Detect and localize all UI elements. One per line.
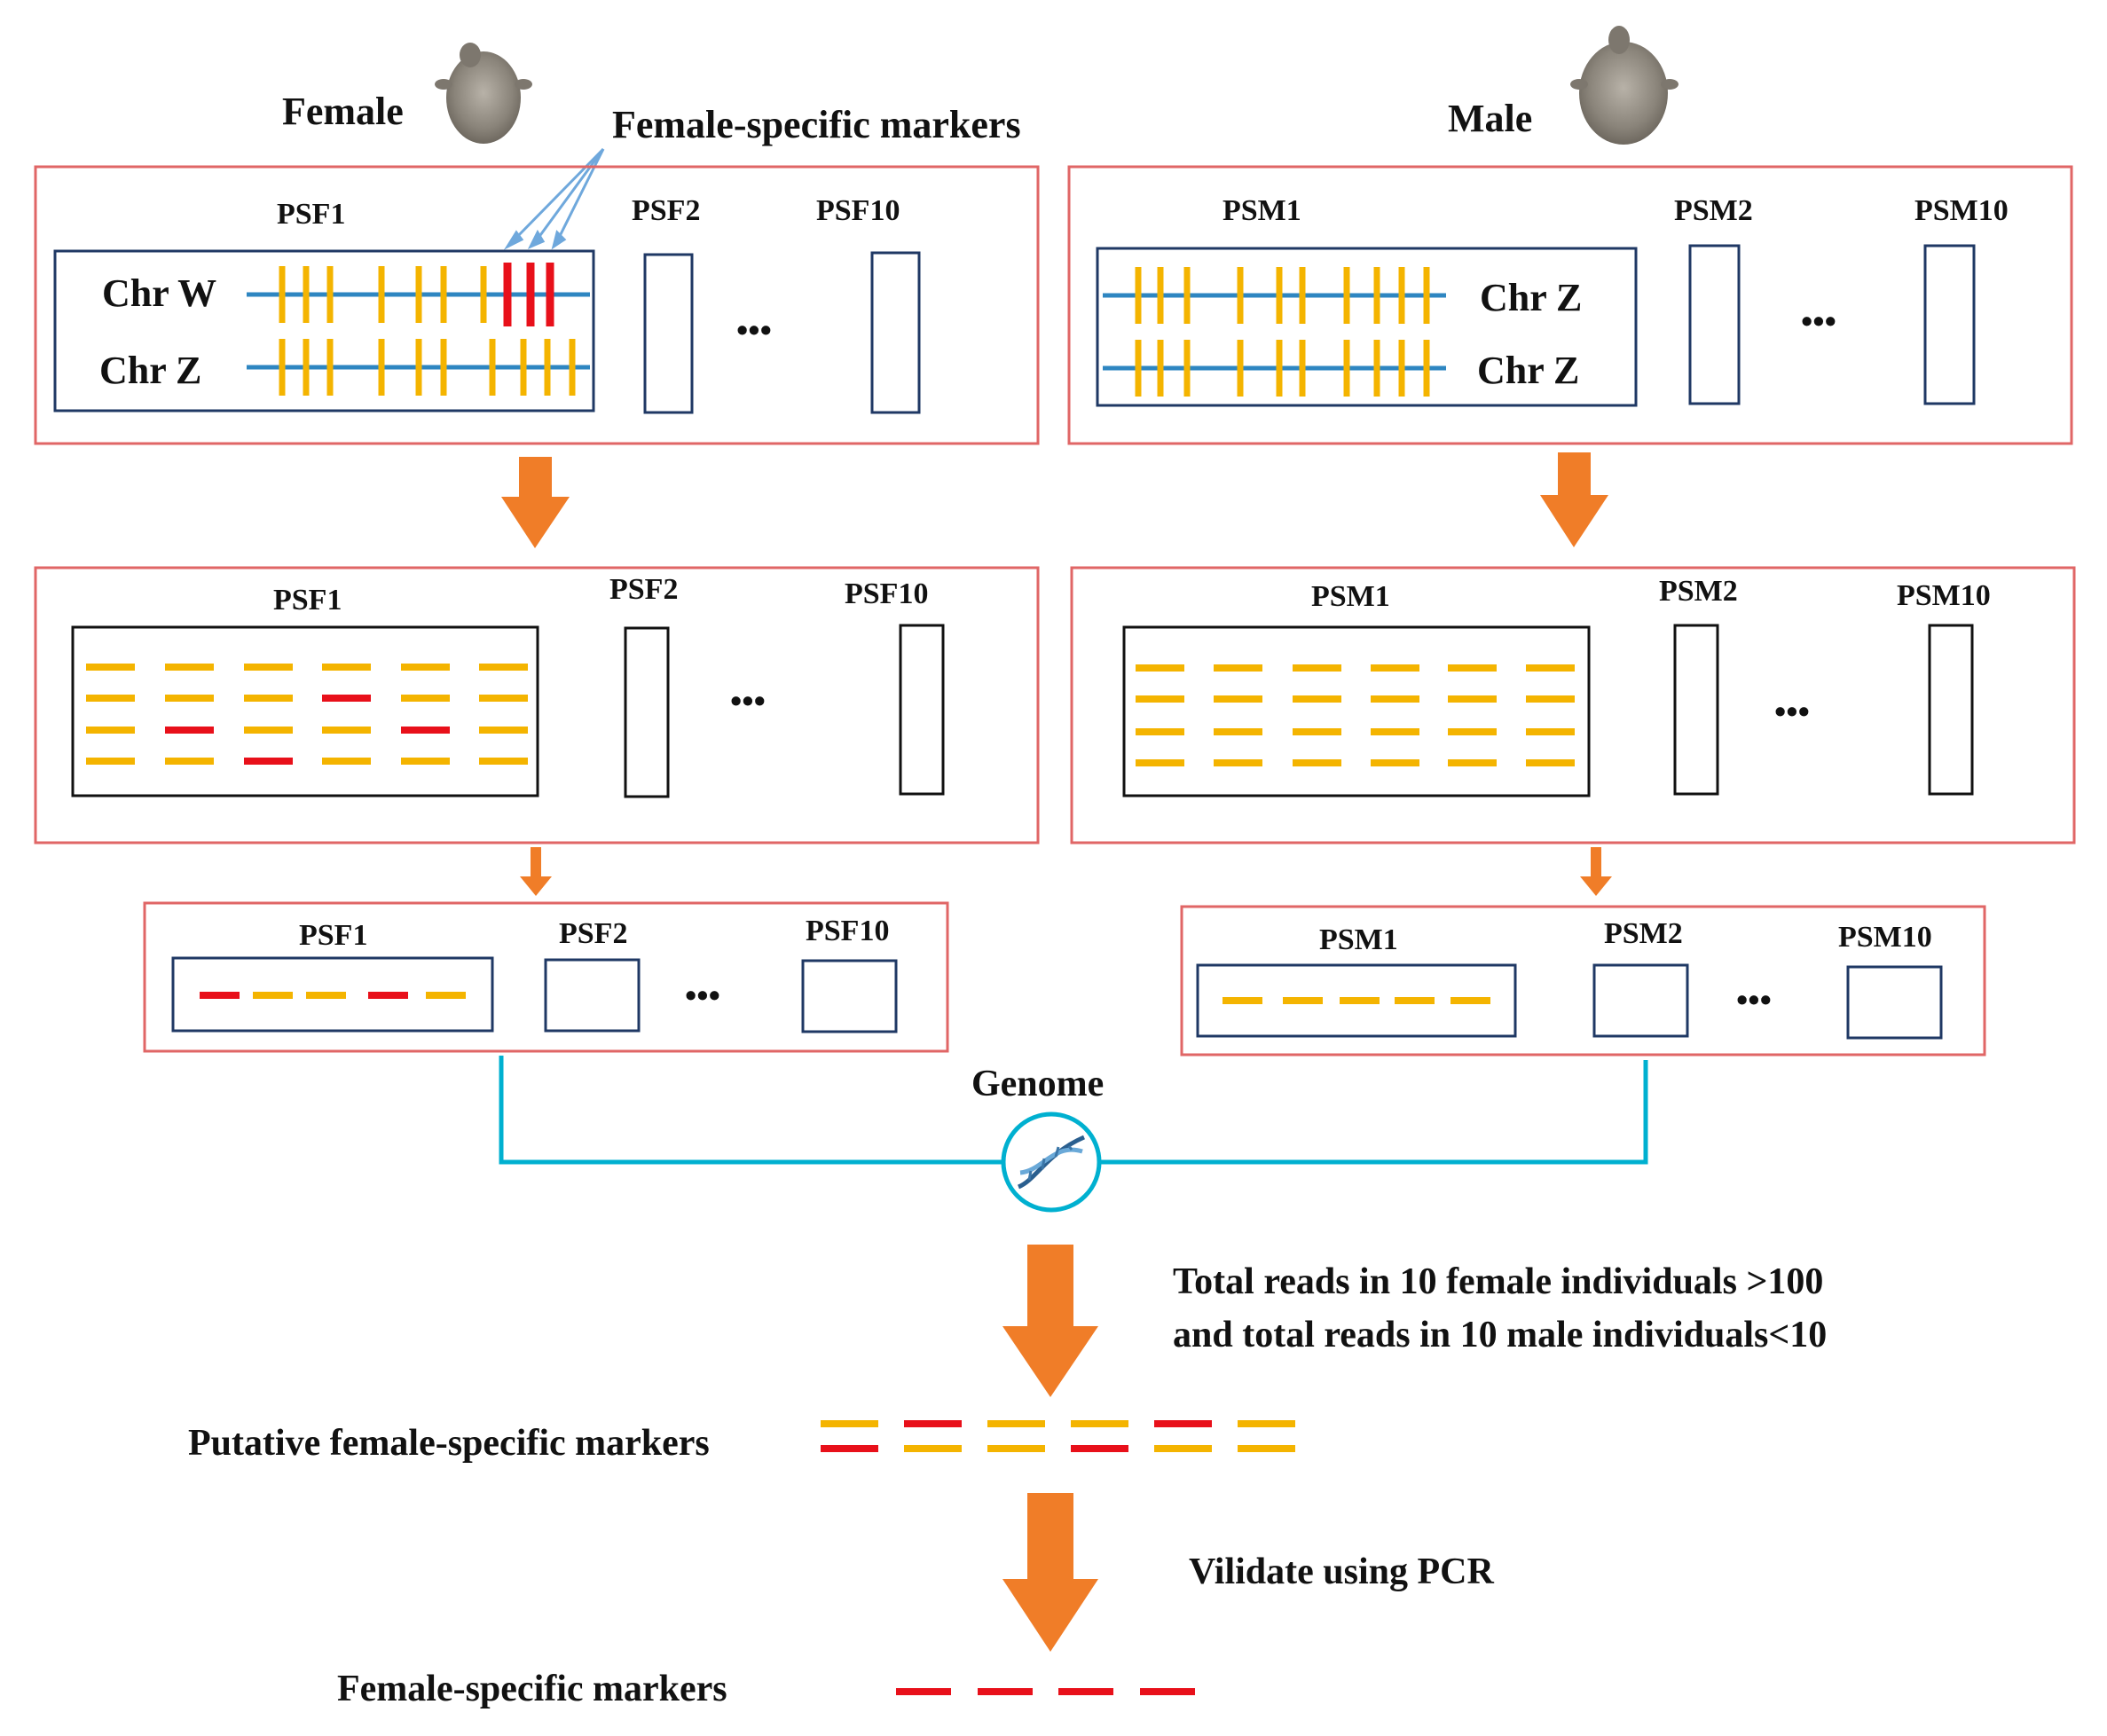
putative-markers-label: Putative female-specific markers bbox=[188, 1423, 710, 1464]
turtle-icon bbox=[435, 43, 532, 144]
female-s3-sample-box-10 bbox=[801, 959, 898, 1033]
male-s2-reads-box bbox=[1122, 625, 1591, 797]
putative-marker-pairs bbox=[821, 1420, 1295, 1452]
male-chr-bottom-label: Chr Z bbox=[1477, 349, 1579, 392]
female-chromosome-z bbox=[247, 339, 590, 396]
female-chr-top-label: Chr W bbox=[102, 271, 216, 315]
male-chromosome-z-1 bbox=[1103, 267, 1446, 324]
dna-icon bbox=[1001, 1112, 1102, 1213]
genome-connector-left bbox=[499, 1056, 1002, 1165]
genome-connector-right bbox=[1100, 1060, 1648, 1165]
male-s3-sample-box-10 bbox=[1846, 965, 1943, 1040]
male-s2-label-3: PSM10 bbox=[1897, 579, 1991, 612]
female-s3-sample-box-2 bbox=[544, 958, 641, 1033]
down-arrow bbox=[1540, 452, 1608, 547]
male-chr-top-label: Chr Z bbox=[1480, 276, 1582, 319]
male-s2-label-2: PSM2 bbox=[1659, 575, 1738, 608]
male-reads-grid bbox=[1136, 664, 1575, 766]
female-s2-reads-box bbox=[71, 625, 539, 797]
female-s2-label-3: PSF10 bbox=[845, 577, 928, 610]
female-title: Female bbox=[282, 90, 404, 133]
female-s2-sample-box-2 bbox=[624, 626, 670, 798]
ellipsis: ••• bbox=[1736, 982, 1772, 1019]
female-chromosome-w bbox=[247, 263, 590, 326]
final-markers-label: Female-specific markers bbox=[337, 1669, 727, 1709]
female-s1-chromosome-box bbox=[53, 249, 595, 412]
female-stage3-box bbox=[143, 901, 949, 1053]
male-s2-sample-box-2 bbox=[1673, 624, 1719, 796]
female-chr-bottom-label: Chr Z bbox=[99, 349, 201, 392]
genome-label: Genome bbox=[971, 1064, 1104, 1104]
female-stage2-box bbox=[34, 566, 1040, 844]
down-arrow bbox=[520, 847, 552, 896]
down-arrow bbox=[1002, 1245, 1098, 1397]
male-s1-sample-box-2 bbox=[1688, 244, 1741, 405]
male-s3-label-1: PSM1 bbox=[1319, 923, 1398, 956]
female-s3-label-2: PSF2 bbox=[559, 917, 627, 950]
female-reads-grid bbox=[86, 664, 528, 765]
male-s3-label-2: PSM2 bbox=[1604, 917, 1683, 950]
female-s2-label-1: PSF1 bbox=[273, 584, 342, 617]
male-s1-chromosome-box bbox=[1096, 247, 1638, 407]
female-s1-sample-box-2 bbox=[643, 253, 694, 414]
validate-label: Vilidate using PCR bbox=[1189, 1551, 1494, 1592]
female-marker-callout: Female-specific markers bbox=[612, 103, 1021, 146]
male-stage3-box bbox=[1180, 905, 1986, 1057]
male-chromosome-z-2 bbox=[1103, 340, 1446, 397]
male-s3-sample-box-2 bbox=[1592, 963, 1689, 1038]
male-s1-label-2: PSM2 bbox=[1674, 194, 1753, 227]
callout-arrows bbox=[503, 147, 605, 250]
filter-text-line-2: and total reads in 10 male individuals<1… bbox=[1173, 1315, 1827, 1355]
turtle-icon bbox=[1570, 26, 1679, 145]
down-arrow bbox=[1002, 1493, 1098, 1652]
ellipsis: ••• bbox=[1801, 303, 1836, 341]
female-s2-label-2: PSF2 bbox=[609, 573, 678, 606]
male-s2-sample-box-10 bbox=[1928, 624, 1974, 796]
male-s1-label-1: PSM1 bbox=[1223, 194, 1301, 227]
male-title: Male bbox=[1448, 97, 1532, 140]
ellipsis: ••• bbox=[730, 683, 766, 720]
ellipsis: ••• bbox=[685, 978, 720, 1015]
male-stage1-box bbox=[1067, 165, 2073, 445]
filter-text-line-1: Total reads in 10 female individuals >10… bbox=[1173, 1261, 1823, 1302]
female-s2-sample-box-10 bbox=[899, 624, 945, 796]
ellipsis: ••• bbox=[1774, 694, 1810, 731]
male-s1-sample-box-10 bbox=[1923, 244, 1976, 405]
male-stage2-box bbox=[1070, 566, 2076, 844]
ellipsis: ••• bbox=[736, 312, 772, 350]
male-s3-reads-box bbox=[1196, 963, 1517, 1038]
male-s1-label-3: PSM10 bbox=[1914, 194, 2009, 227]
female-s1-label-3: PSF10 bbox=[816, 194, 900, 227]
female-stage1-box bbox=[34, 165, 1040, 445]
male-s2-label-1: PSM1 bbox=[1311, 580, 1390, 613]
female-s3-label-1: PSF1 bbox=[299, 919, 367, 952]
female-s1-sample-box-10 bbox=[870, 251, 921, 414]
female-s3-label-3: PSF10 bbox=[806, 915, 889, 947]
female-s3-reads-box bbox=[171, 956, 494, 1033]
down-arrow bbox=[501, 457, 570, 548]
female-s1-label-1: PSF1 bbox=[277, 198, 345, 231]
down-arrow bbox=[1580, 847, 1612, 896]
female-s1-label-2: PSF2 bbox=[632, 194, 700, 227]
male-s3-label-3: PSM10 bbox=[1838, 921, 1932, 954]
